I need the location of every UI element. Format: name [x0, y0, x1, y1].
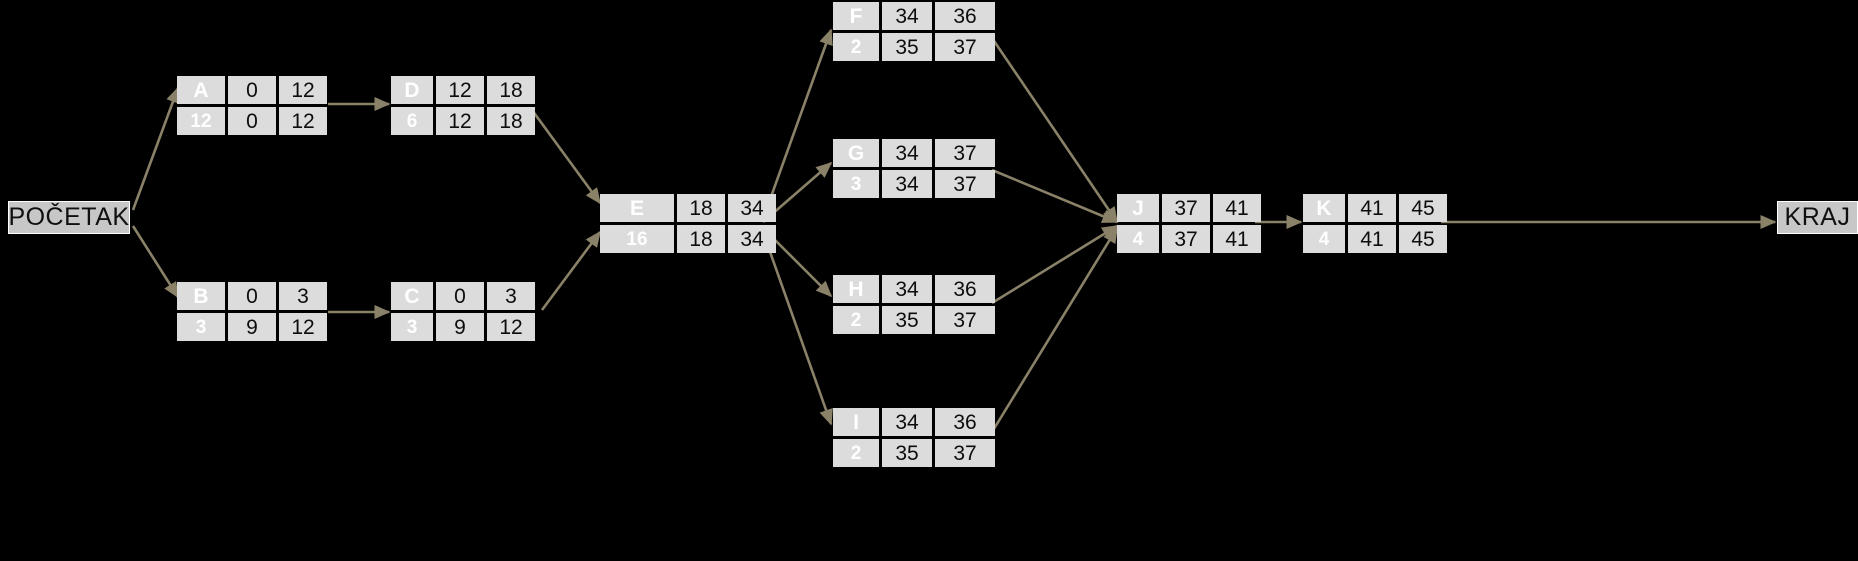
- edge-d-to-e: [530, 109, 602, 205]
- terminal-node-start: POČETAK: [8, 201, 130, 234]
- cell-earliest-start-f: 34: [882, 2, 932, 30]
- cell-duration-g: 3: [833, 170, 879, 198]
- cell-duration-b: 3: [177, 313, 225, 341]
- cell-latest-finish-b: 12: [279, 313, 327, 341]
- cell-activity-label-g: G: [833, 139, 879, 167]
- cell-latest-start-c: 9: [436, 313, 484, 341]
- cell-earliest-start-e: 18: [677, 194, 725, 222]
- cell-duration-d: 6: [391, 107, 433, 135]
- edges: [131, 28, 1777, 433]
- cell-earliest-start-k: 41: [1348, 194, 1396, 222]
- cell-earliest-start-j: 37: [1162, 194, 1210, 222]
- cell-earliest-finish-i: 36: [935, 408, 995, 436]
- edge-e-to-f: [761, 28, 833, 220]
- terminal-start-label: POČETAK: [8, 203, 130, 231]
- cell-activity-label-b: B: [177, 282, 225, 310]
- cell-latest-finish-f: 37: [935, 33, 995, 61]
- edge-f-to-j: [990, 37, 1119, 224]
- cell-activity-label-c: C: [391, 282, 433, 310]
- cell-activity-label-a: A: [177, 76, 225, 104]
- cell-latest-finish-g: 37: [935, 170, 995, 198]
- cell-earliest-start-c: 0: [436, 282, 484, 310]
- cell-latest-finish-i: 37: [935, 439, 995, 467]
- cell-latest-start-e: 18: [677, 225, 725, 253]
- cell-latest-start-d: 12: [436, 107, 484, 135]
- cell-earliest-finish-d: 18: [487, 76, 535, 104]
- edge-start-to-a: [131, 86, 180, 211]
- cell-earliest-start-g: 34: [882, 139, 932, 167]
- cell-earliest-finish-c: 3: [487, 282, 535, 310]
- cell-latest-start-g: 34: [882, 170, 932, 198]
- cell-latest-start-i: 35: [882, 439, 932, 467]
- cell-earliest-start-d: 12: [436, 76, 484, 104]
- cell-duration-k: 4: [1303, 225, 1345, 253]
- cell-earliest-finish-e: 34: [728, 194, 776, 222]
- cell-activity-label-k: K: [1303, 194, 1345, 222]
- cell-earliest-finish-b: 3: [279, 282, 327, 310]
- edge-h-to-j: [991, 224, 1119, 305]
- edge-i-to-j: [990, 226, 1119, 433]
- cell-latest-start-j: 37: [1162, 225, 1210, 253]
- edge-c-to-e: [540, 230, 602, 311]
- cell-earliest-finish-j: 41: [1213, 194, 1261, 222]
- edge-g-to-j: [991, 168, 1119, 224]
- cell-latest-finish-j: 41: [1213, 225, 1261, 253]
- cell-latest-start-f: 35: [882, 33, 932, 61]
- cell-duration-c: 3: [391, 313, 433, 341]
- cell-earliest-finish-f: 36: [935, 2, 995, 30]
- cell-latest-finish-k: 45: [1399, 225, 1447, 253]
- cell-duration-h: 2: [833, 306, 879, 334]
- edge-e-to-i: [761, 231, 833, 426]
- cell-earliest-finish-h: 36: [935, 275, 995, 303]
- cell-activity-label-j: J: [1117, 194, 1159, 222]
- cell-activity-label-d: D: [391, 76, 433, 104]
- cell-earliest-start-h: 34: [882, 275, 932, 303]
- edge-start-to-b: [131, 225, 180, 299]
- cell-earliest-start-b: 0: [228, 282, 276, 310]
- cell-activity-label-e: E: [600, 194, 674, 222]
- cell-duration-i: 2: [833, 439, 879, 467]
- cell-earliest-finish-g: 37: [935, 139, 995, 167]
- cell-latest-finish-a: 12: [279, 107, 327, 135]
- terminal-end-label: KRAJ: [1784, 203, 1851, 231]
- cell-earliest-start-i: 34: [882, 408, 932, 436]
- cell-latest-finish-c: 12: [487, 313, 535, 341]
- cell-latest-start-a: 0: [228, 107, 276, 135]
- cell-latest-start-k: 41: [1348, 225, 1396, 253]
- cell-latest-start-b: 9: [228, 313, 276, 341]
- cell-latest-start-h: 35: [882, 306, 932, 334]
- cell-latest-finish-e: 34: [728, 225, 776, 253]
- cell-duration-f: 2: [833, 33, 879, 61]
- cell-activity-label-h: H: [833, 275, 879, 303]
- terminal-node-end: KRAJ: [1777, 201, 1858, 234]
- cell-earliest-finish-k: 45: [1399, 194, 1447, 222]
- cell-latest-finish-h: 37: [935, 306, 995, 334]
- cell-activity-label-f: F: [833, 2, 879, 30]
- cell-duration-e: 16: [600, 225, 674, 253]
- cell-duration-a: 12: [177, 107, 225, 135]
- cell-earliest-finish-a: 12: [279, 76, 327, 104]
- cell-earliest-start-a: 0: [228, 76, 276, 104]
- cell-activity-label-i: I: [833, 408, 879, 436]
- cell-duration-j: 4: [1117, 225, 1159, 253]
- cell-latest-finish-d: 18: [487, 107, 535, 135]
